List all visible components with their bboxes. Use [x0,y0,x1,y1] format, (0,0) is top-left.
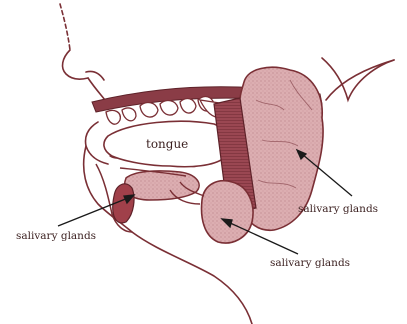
nose-tip [63,50,88,79]
submandibular-gland [202,181,254,243]
nose-outline [60,4,70,50]
neck-line [132,232,252,324]
salivary-glands-label-left: salivary glands [16,230,96,242]
salivary-glands-label-bottom: salivary glands [270,257,350,269]
sublingual-gland [125,171,200,200]
back-of-head [322,58,394,100]
tongue-label: tongue [146,137,188,151]
nape [326,60,394,100]
salivary-glands-label-right: salivary glands [298,203,378,215]
